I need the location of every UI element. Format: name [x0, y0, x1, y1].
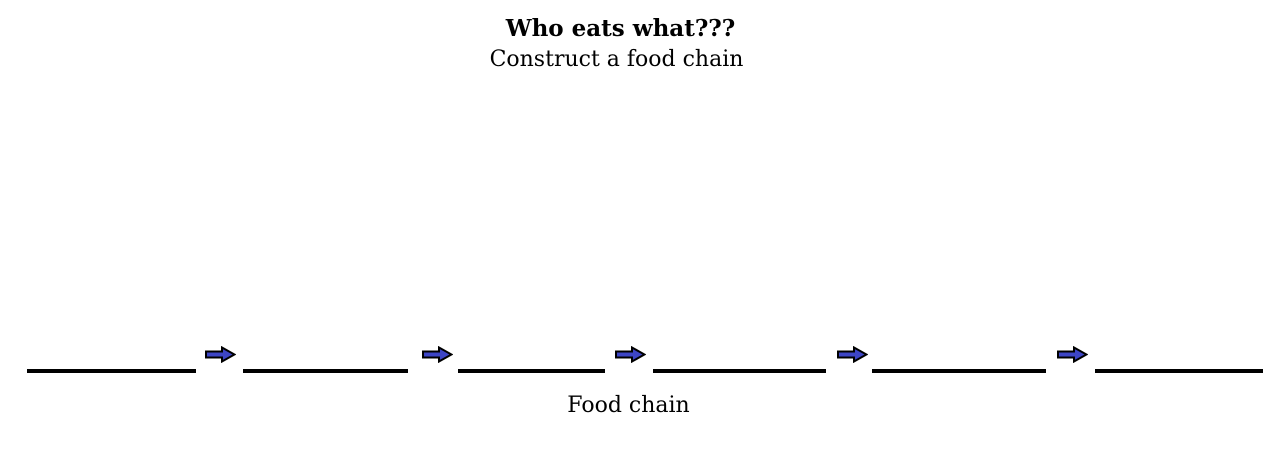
food-chain-blank-5[interactable] [872, 369, 1046, 373]
food-chain-blank-4[interactable] [653, 369, 826, 373]
food-chain-blank-3[interactable] [458, 369, 605, 373]
worksheet-header: Who eats what??? Construct a food chain [0, 14, 1283, 76]
food-chain-blank-6[interactable] [1095, 369, 1263, 373]
right-arrow-icon [205, 346, 236, 363]
right-arrow-icon [1057, 346, 1088, 363]
food-chain-caption: Food chain [567, 393, 690, 418]
right-arrow-icon [837, 346, 868, 363]
page-subtitle: Construct a food chain [489, 47, 744, 72]
right-arrow-icon [615, 346, 646, 363]
right-arrow-icon [422, 346, 453, 363]
page-title: Who eats what??? [505, 15, 736, 42]
food-chain-blank-2[interactable] [243, 369, 408, 373]
food-chain-blank-1[interactable] [27, 369, 196, 373]
